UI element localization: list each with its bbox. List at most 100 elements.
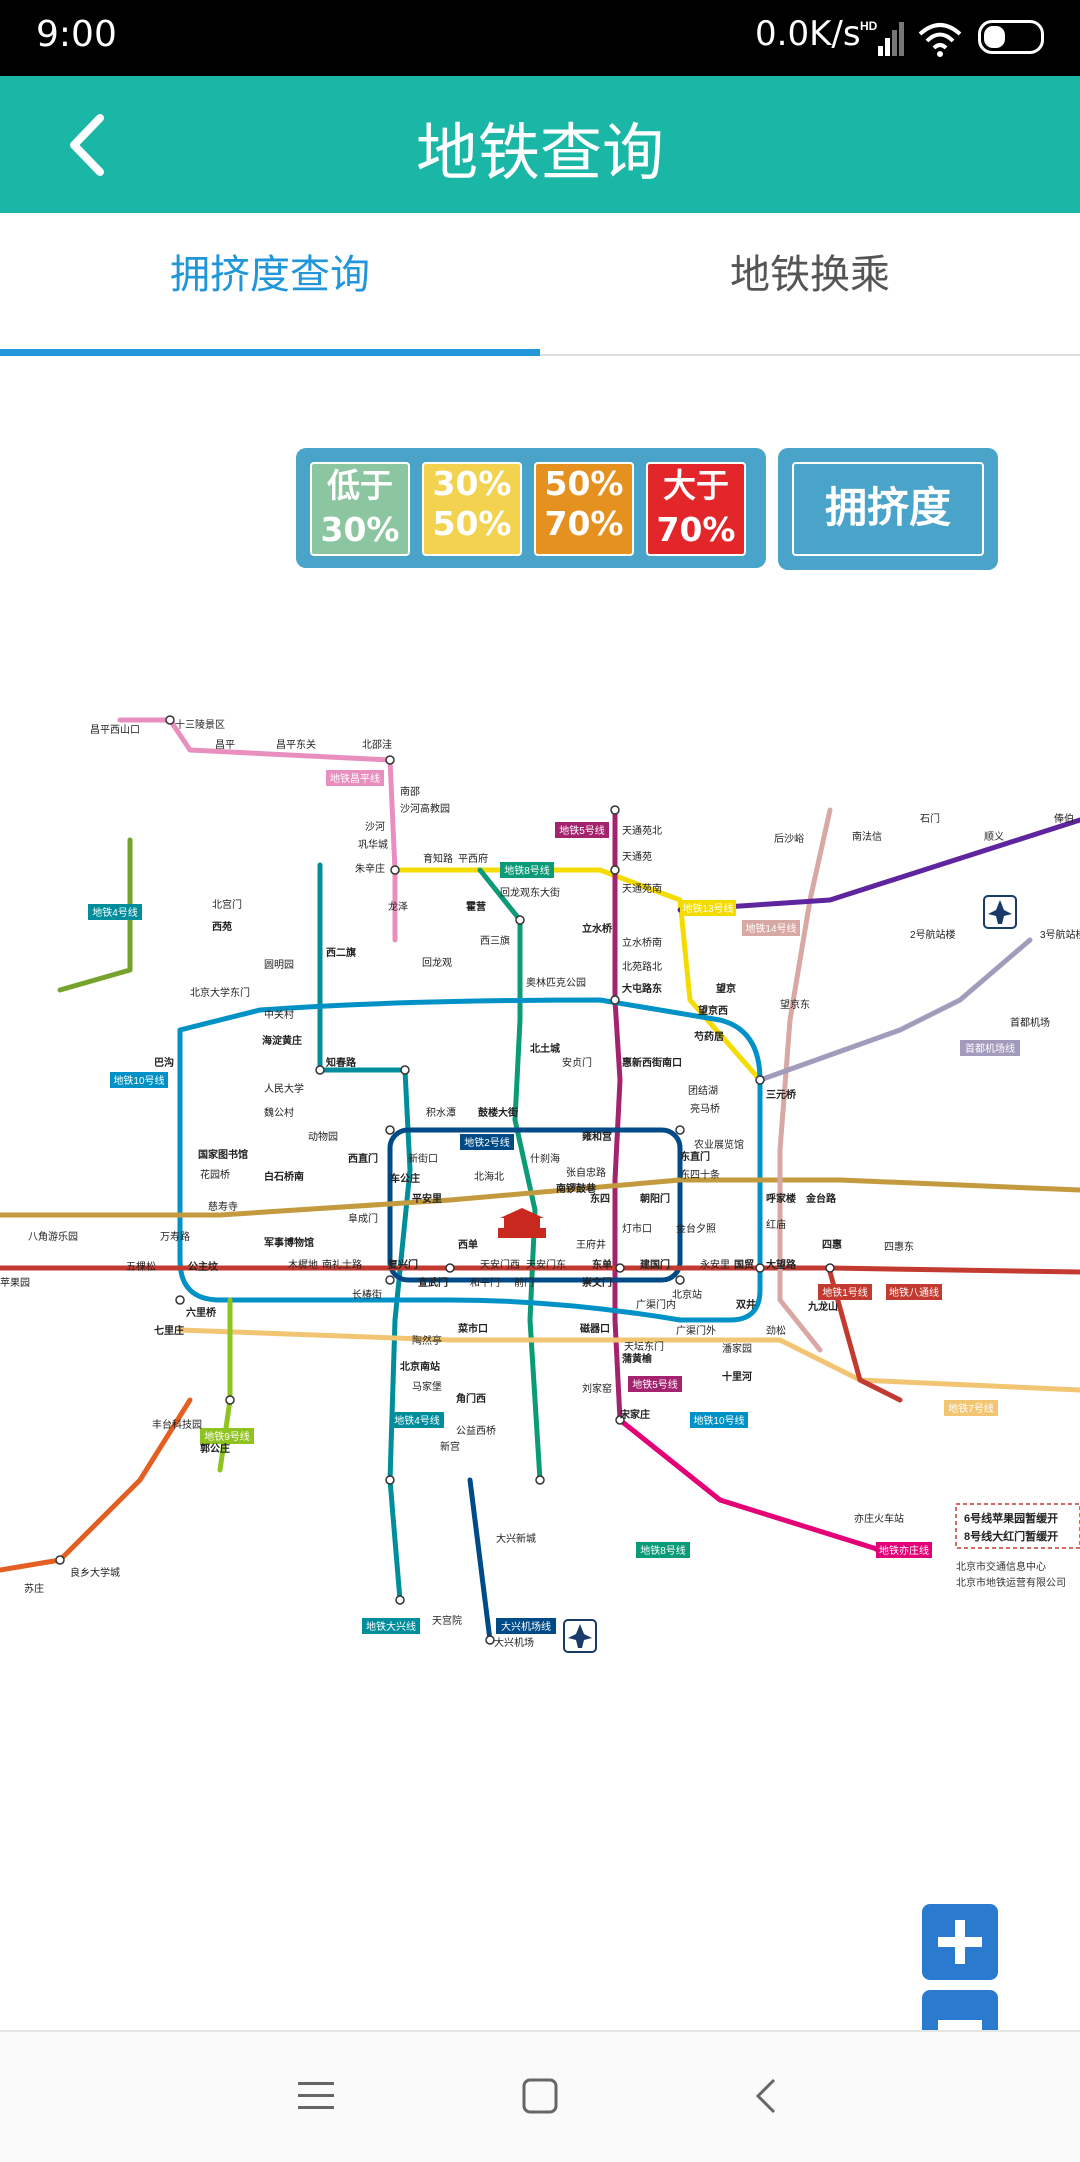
badge-yizhuang: 地铁亦庄线 xyxy=(879,1544,929,1557)
station-label: 北京南站 xyxy=(400,1360,440,1373)
zoom-in-button[interactable] xyxy=(922,1904,998,1980)
station-label: 育知路 xyxy=(423,852,453,865)
station-label: 潘家园 xyxy=(722,1342,752,1355)
station-label: 车公庄 xyxy=(390,1172,420,1185)
credit-line-2: 北京市地铁运营有限公司 xyxy=(956,1576,1066,1589)
station-label: 朝阳门 xyxy=(640,1192,670,1205)
line-capital-airport xyxy=(757,937,1033,1083)
badge-line2: 地铁2号线 xyxy=(464,1136,510,1149)
station-label: 四惠东 xyxy=(884,1240,914,1253)
back-button[interactable] xyxy=(58,110,118,180)
station-label: 蒲黄榆 xyxy=(622,1352,653,1365)
line-6 xyxy=(0,1177,1080,1218)
station-label: 张自忠路 xyxy=(566,1166,606,1179)
tab-divider xyxy=(540,354,1080,356)
station-label: 安贞门 xyxy=(562,1056,592,1069)
station-label: 和平门 xyxy=(470,1276,500,1289)
station-label: 三元桥 xyxy=(766,1088,797,1101)
minus-icon xyxy=(938,2020,982,2030)
badge-line10-south: 地铁10号线 xyxy=(693,1414,744,1427)
station-label: 北苑路北 xyxy=(622,960,662,973)
station-label: 长椿街 xyxy=(352,1288,382,1301)
station-label: 良乡大学城 xyxy=(70,1566,120,1579)
badge-line5-south: 地铁5号线 xyxy=(632,1378,678,1391)
station-label: 西单 xyxy=(458,1238,478,1251)
station-label: 昌平 xyxy=(215,739,235,751)
tab-transfer[interactable]: 地铁换乘 xyxy=(730,252,890,298)
station-label: 慈寿寺 xyxy=(208,1200,238,1213)
network-speed: 0.0K/s xyxy=(755,14,861,54)
station-label: 双井 xyxy=(736,1298,756,1311)
network-label: HD xyxy=(860,19,878,33)
station-label: 宣武门 xyxy=(418,1276,448,1289)
station-label: 后沙峪 xyxy=(774,833,804,845)
station-label: 永安里 xyxy=(700,1258,730,1271)
airplane-icon xyxy=(983,895,1017,929)
station-label: 天通苑北 xyxy=(622,824,662,837)
badge-batong: 地铁八通线 xyxy=(889,1286,939,1299)
legend-very-high-bottom: 70% xyxy=(656,510,736,549)
menu-icon[interactable] xyxy=(292,2072,340,2120)
station-label: 角门西 xyxy=(456,1392,486,1405)
line-16 xyxy=(57,837,133,993)
legend-low-top: 低于 xyxy=(327,466,393,505)
station-label: 鼓楼大街 xyxy=(478,1106,518,1119)
badge-line5: 地铁5号线 xyxy=(559,824,605,837)
station-label: 建国门 xyxy=(639,1258,670,1271)
station-label: 陶然亭 xyxy=(412,1334,442,1347)
badge-line8: 地铁8号线 xyxy=(504,864,550,877)
station-label: 东直门 xyxy=(680,1150,710,1163)
line-5 xyxy=(612,807,623,1423)
station-label: 八角游乐园 xyxy=(28,1230,78,1243)
badge-capital-airport: 首都机场线 xyxy=(965,1042,1015,1055)
credit-line-1: 北京市交通信息中心 xyxy=(956,1560,1046,1573)
tab-crowdedness[interactable]: 拥挤度查询 xyxy=(170,252,370,298)
station-label: 公益西桥 xyxy=(456,1424,496,1437)
line-10 xyxy=(177,997,763,1323)
line-4 xyxy=(317,862,413,1483)
line-yizhuang xyxy=(617,1417,883,1553)
crowdedness-button[interactable]: 拥挤度 xyxy=(778,448,998,570)
station-label: 望京西 xyxy=(698,1004,728,1017)
line-changping xyxy=(117,717,398,943)
station-label: 丰台科技园 xyxy=(152,1418,202,1431)
station-label: 前门 xyxy=(514,1276,534,1289)
station-label: 积水潭 xyxy=(426,1107,456,1119)
station-label: 俸伯 xyxy=(1054,812,1074,825)
system-nav-bar xyxy=(0,2030,1080,2162)
line-14 xyxy=(777,807,833,1353)
notice-line-1: 6号线苹果园暂缓开 xyxy=(964,1511,1058,1525)
station-label: 圆明园 xyxy=(264,959,294,971)
tab-bar: 拥挤度查询 地铁换乘 xyxy=(0,213,1080,357)
station-label: 十里河 xyxy=(722,1370,752,1383)
station-label: 郭公庄 xyxy=(200,1442,230,1455)
station-label: 南礼士路 xyxy=(322,1258,362,1271)
station-label: 南邵 xyxy=(400,785,420,798)
zoom-out-button[interactable] xyxy=(922,1990,998,2030)
station-label: 军事博物馆 xyxy=(264,1236,314,1249)
line-daxing-airport xyxy=(467,1477,493,1643)
badge-line7: 地铁7号线 xyxy=(948,1402,994,1415)
line-1 xyxy=(0,1265,1080,1275)
station-label: 菜市口 xyxy=(457,1322,488,1335)
badge-line1: 地铁1号线 xyxy=(822,1286,868,1299)
station-label: 广渠门内 xyxy=(636,1298,676,1311)
station-label: 首都机场 xyxy=(1010,1016,1050,1029)
badge-line4: 地铁4号线 xyxy=(92,906,138,919)
station-label: 王府井 xyxy=(576,1238,606,1251)
station-label: 立水桥 xyxy=(582,922,613,935)
back-arrow-icon[interactable] xyxy=(744,2072,792,2120)
subway-map[interactable]: 地铁昌平线 地铁5号线 地铁8号线 地铁4号线 地铁13号线 地铁14号线 地铁… xyxy=(0,700,1080,1660)
service-notice: 6号线苹果园暂缓开 8号线大红门暂缓开 xyxy=(955,1503,1080,1549)
station-label: 团结湖 xyxy=(688,1084,718,1097)
legend-medium: 30% 50% xyxy=(422,462,522,556)
station-label: 天宫院 xyxy=(432,1614,462,1627)
station-label: 九龙山 xyxy=(807,1300,838,1313)
home-square-icon[interactable] xyxy=(516,2072,564,2120)
station-label: 复兴门 xyxy=(387,1258,418,1271)
station-label: 七里庄 xyxy=(154,1324,184,1337)
station-label: 天安门东 xyxy=(526,1258,566,1271)
status-time: 9:00 xyxy=(36,14,117,55)
legend-high-top: 50% xyxy=(544,464,624,503)
station-label: 天安门西 xyxy=(480,1258,520,1271)
